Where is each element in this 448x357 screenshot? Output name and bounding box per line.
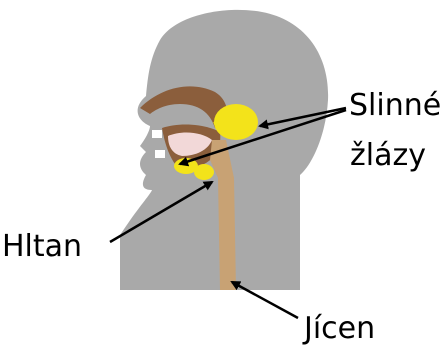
salivary-glands-label-line1: Slinné [349, 91, 441, 121]
pharynx-label: Hltan [2, 232, 82, 262]
upper-teeth [152, 130, 162, 138]
lower-teeth [155, 150, 165, 158]
submandibular-gland [194, 164, 214, 180]
esophagus-label: Jícen [304, 314, 375, 344]
salivary-glands-label-line2: žlázy [350, 141, 426, 171]
